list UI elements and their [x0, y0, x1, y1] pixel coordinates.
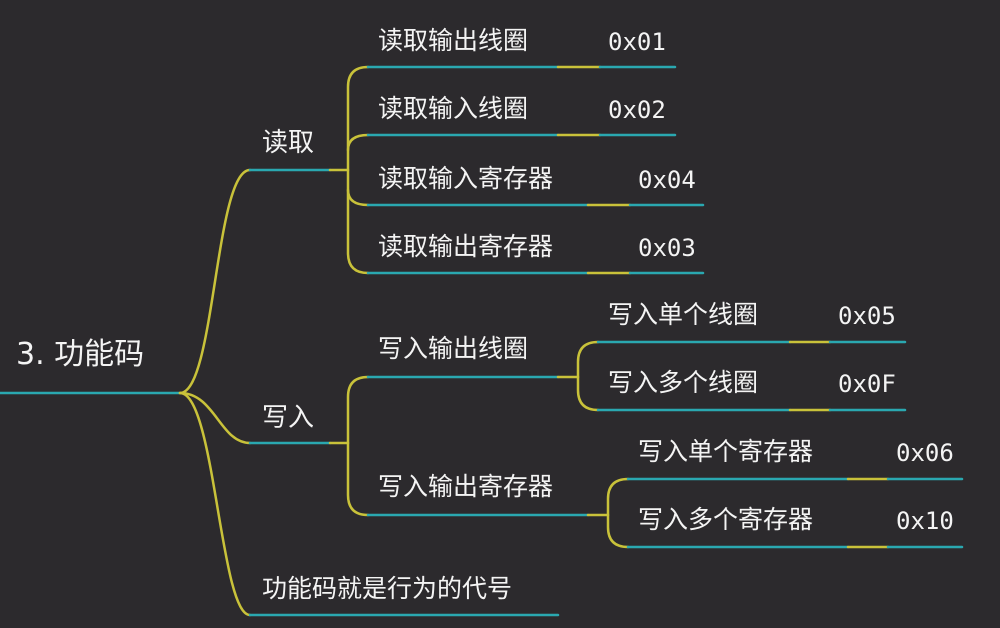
read-leaf-4-label: 读取输出寄存器: [378, 232, 554, 261]
write-branch-label: 写入: [262, 403, 315, 433]
write-group-2-bracket: [606, 477, 630, 549]
write-group-1-label: 写入输出线圈: [378, 334, 529, 363]
write-group-2-leaf-2-label: 写入多个寄存器: [638, 505, 814, 534]
write-group-1-bracket: [576, 340, 600, 412]
write-group-2-label: 写入输出寄存器: [378, 472, 554, 501]
read-leaf-3-label: 读取输入寄存器: [378, 164, 554, 193]
read-branch-label: 读取: [262, 128, 315, 158]
read-bracket-mid-a: [346, 133, 370, 152]
read-leaf-4-code: 0x03: [638, 234, 696, 262]
connector-root-note: [178, 391, 252, 617]
read-leaf-3-code: 0x04: [638, 166, 696, 194]
write-group-1-leaf-2-label: 写入多个线圈: [608, 368, 759, 397]
write-group-1-leaf-2-code: 0x0F: [838, 370, 896, 398]
write-group-2-leaf-1-code: 0x06: [896, 439, 954, 467]
write-group-2-leaf-2-code: 0x10: [896, 507, 954, 535]
write-group-2-leaf-1-label: 写入单个寄存器: [638, 437, 814, 466]
root-node-label: 3. 功能码: [16, 337, 145, 372]
read-bracket-mid-b: [346, 188, 370, 207]
connector-root-write: [178, 391, 252, 445]
read-bracket: [346, 65, 370, 275]
read-leaf-1-code: 0x01: [608, 28, 666, 56]
write-bracket: [346, 375, 370, 517]
note-label: 功能码就是行为的代号: [262, 574, 513, 603]
read-leaf-2-code: 0x02: [608, 96, 666, 124]
write-group-1-leaf-1-label: 写入单个线圈: [608, 300, 759, 329]
connector-root-read: [178, 168, 252, 395]
read-leaf-2-label: 读取输入线圈: [378, 94, 529, 123]
write-group-1-leaf-1-code: 0x05: [838, 302, 896, 330]
read-leaf-1-label: 读取输出线圈: [378, 26, 529, 55]
